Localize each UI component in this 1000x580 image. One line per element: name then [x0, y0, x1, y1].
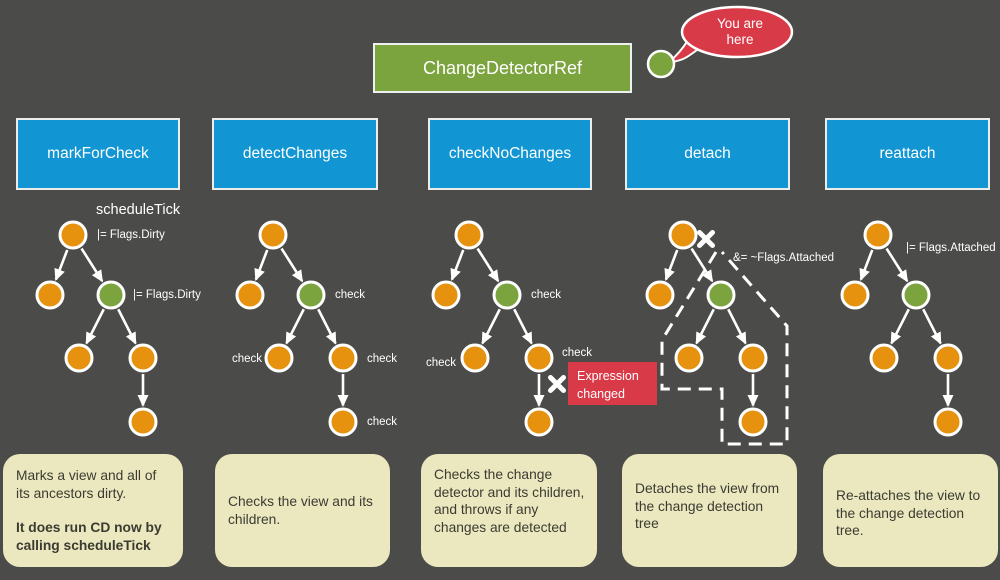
tree-edge-arrow — [695, 308, 715, 345]
tree-edge-arrow — [254, 249, 269, 281]
tree-node-view — [674, 343, 704, 373]
tree-node-view — [235, 280, 265, 310]
tree-node-view — [863, 220, 893, 250]
tree-node-view — [454, 220, 484, 250]
tree-edge-arrow — [885, 247, 909, 283]
tree-node-view — [645, 280, 675, 310]
you-are-here-node — [646, 49, 676, 79]
method-label: checkNoChanges — [448, 145, 572, 162]
method-box-detectchanges: detectChanges — [212, 118, 378, 190]
method-label: detach — [684, 145, 731, 162]
tree-edge-arrow — [85, 308, 105, 345]
annotation-label: |= Flags.Attached — [906, 242, 996, 254]
tree-edge-arrow — [690, 247, 714, 283]
tree-edge-arrow — [54, 249, 69, 281]
description-text: Checks the view and its children. — [228, 493, 373, 527]
you-are-here-label: You are — [717, 16, 763, 31]
annotation-label: |= Flags.Dirty — [97, 229, 165, 241]
tree-edge-arrow — [285, 308, 305, 345]
method-label: reattach — [879, 145, 936, 162]
tree-node-view — [431, 280, 461, 310]
tree-edge-arrow — [280, 247, 304, 283]
x-mark-icon — [697, 230, 715, 248]
scheduletick-label: scheduleTick — [96, 202, 181, 218]
expression-changed-label: changed — [577, 387, 625, 401]
method-box-reattach: reattach — [825, 118, 990, 190]
tree-node-view — [328, 343, 358, 373]
tree-node-view — [264, 343, 294, 373]
description-text-bold: It does run CD now by calling scheduleTi… — [16, 520, 162, 553]
tree-node-view — [460, 343, 490, 373]
tree-edge-arrow — [664, 249, 679, 281]
annotation-label: check — [367, 353, 397, 365]
tree-node-view — [58, 220, 88, 250]
tree-edge-arrow — [450, 249, 465, 281]
changedetectorref-label: ChangeDetectorRef — [422, 57, 583, 78]
annotation-label: check — [426, 357, 456, 369]
tree-node-view — [840, 280, 870, 310]
tree-node-checked-view — [706, 280, 736, 310]
speech-bubble — [680, 5, 794, 59]
tree-node-view — [738, 407, 768, 437]
description-text: Checks the change detector and its child… — [434, 467, 585, 535]
annotation-label: check — [367, 416, 397, 428]
tree-node-view — [668, 220, 698, 250]
tree-edge-arrow — [922, 308, 942, 345]
annotation-label: &= ~Flags.Attached — [733, 252, 834, 264]
tree-node-view — [738, 343, 768, 373]
description-text: Detaches the view from the change detect… — [635, 481, 780, 532]
tree-edge-arrow — [117, 308, 137, 345]
tree-node-view — [35, 280, 65, 310]
description-detectchanges: Checks the view and its children. — [215, 454, 390, 567]
description-text: Marks a view and all of its ancestors di… — [16, 468, 157, 501]
tree-edge-arrow — [317, 308, 337, 345]
tree-node-view — [869, 343, 899, 373]
tree-node-view — [328, 407, 358, 437]
annotation-label: check — [531, 289, 561, 301]
tree-edge-arrow — [513, 308, 533, 345]
tree-node-view — [933, 343, 963, 373]
method-label: detectChanges — [242, 145, 348, 162]
you-are-here-label: here — [726, 32, 753, 47]
description-checknochanges: Checks the change detector and its child… — [421, 454, 597, 567]
tree-node-view — [933, 407, 963, 437]
tree-edge-arrow — [890, 308, 910, 345]
description-detach: Detaches the view from the change detect… — [622, 454, 797, 567]
tree-node-checked-view — [96, 280, 126, 310]
tree-edge-arrow — [476, 247, 500, 283]
annotation-label: check — [232, 353, 262, 365]
tree-node-view — [258, 220, 288, 250]
tree-edge-arrow — [859, 249, 874, 281]
tree-node-checked-view — [492, 280, 522, 310]
method-box-markforcheck: markForCheck — [16, 118, 180, 190]
tree-edge-arrow — [481, 308, 501, 345]
tree-node-view — [64, 343, 94, 373]
method-label: markForCheck — [47, 145, 149, 162]
tree-node-view — [128, 343, 158, 373]
tree-node-view — [524, 407, 554, 437]
expression-changed-label: Expression — [577, 369, 639, 383]
tree-node-view — [524, 343, 554, 373]
annotation-label: |= Flags.Dirty — [133, 289, 201, 301]
description-text: Re-attaches the view to the change detec… — [836, 488, 981, 539]
tree-node-checked-view — [901, 280, 931, 310]
detached-subtree-outline — [660, 251, 789, 446]
method-box-checknochanges: checkNoChanges — [428, 118, 592, 190]
tree-node-checked-view — [296, 280, 326, 310]
tree-edge-arrow — [727, 308, 747, 345]
annotation-label: check — [335, 289, 365, 301]
description-markforcheck: Marks a view and all of its ancestors di… — [3, 454, 183, 567]
expression-changed-box — [568, 362, 657, 405]
changedetectorref-box: ChangeDetectorRef — [373, 43, 632, 93]
annotation-label: check — [562, 347, 592, 359]
x-mark-icon — [548, 375, 566, 393]
method-box-detach: detach — [625, 118, 790, 190]
tree-node-view — [128, 407, 158, 437]
description-reattach: Re-attaches the view to the change detec… — [823, 454, 998, 567]
tree-edge-arrow — [80, 247, 104, 283]
